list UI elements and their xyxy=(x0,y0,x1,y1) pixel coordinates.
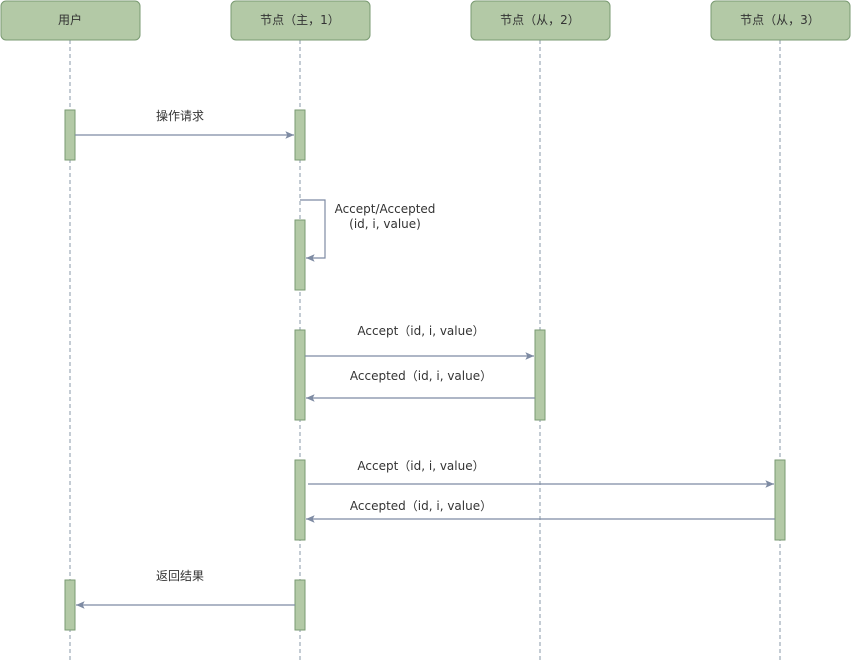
participant-node2: 节点（从，2） xyxy=(470,0,611,41)
activation-node2-1 xyxy=(534,329,546,421)
activation-node1-1 xyxy=(294,109,306,161)
message-label-accepted-node2: Accepted（id, i, value） xyxy=(350,369,492,383)
participant-node1-label: 节点（主，1） xyxy=(260,13,340,27)
participant-user: 用户 xyxy=(0,0,141,41)
activation-user-2 xyxy=(64,579,76,631)
participant-user-label: 用户 xyxy=(58,12,82,27)
participant-node3-label: 节点（从，3） xyxy=(740,13,820,27)
message-arrow-self-accept xyxy=(300,199,326,262)
message-label-return-result: 返回结果 xyxy=(156,569,204,583)
activation-node1-5 xyxy=(294,579,306,631)
activation-node1-4 xyxy=(294,459,306,541)
activation-node1-2 xyxy=(294,219,306,291)
participant-node3: 节点（从，3） xyxy=(710,0,851,41)
message-label-accepted-node3: Accepted（id, i, value） xyxy=(350,499,492,513)
activation-user-1 xyxy=(64,109,76,161)
message-label-accept-node2: Accept（id, i, value） xyxy=(357,324,484,338)
message-label-self-accept-line1: Accept/Accepted xyxy=(335,202,436,216)
activation-node3-1 xyxy=(774,459,786,541)
activation-node1-3 xyxy=(294,329,306,421)
message-label-self-accept-line2: (id, i, value) xyxy=(349,217,421,231)
participant-node2-label: 节点（从，2） xyxy=(500,13,580,27)
message-label-accept-node3: Accept（id, i, value） xyxy=(357,459,484,473)
message-label-operation-request: 操作请求 xyxy=(156,108,204,123)
participant-node1: 节点（主，1） xyxy=(230,0,371,41)
